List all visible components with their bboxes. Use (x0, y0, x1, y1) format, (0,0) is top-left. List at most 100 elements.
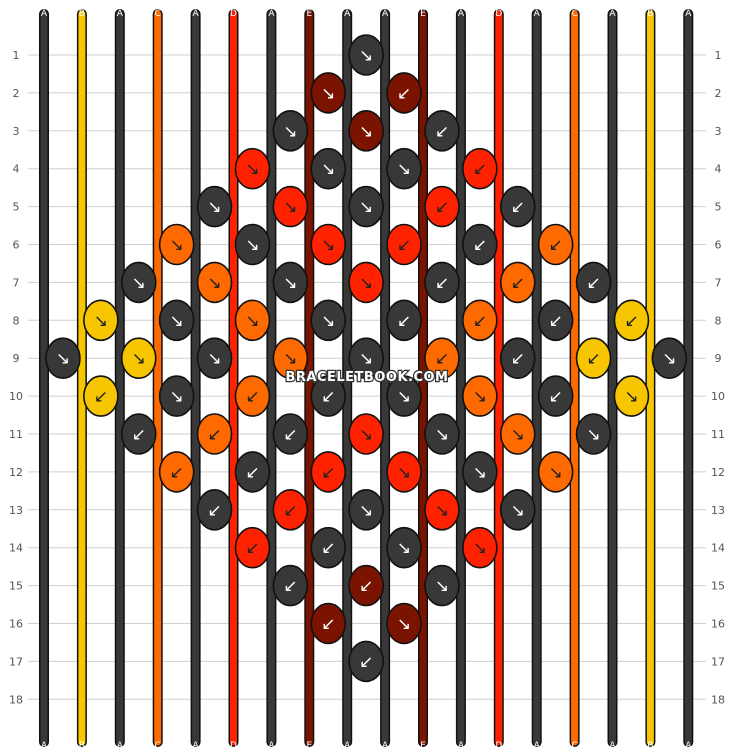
knot: ↘ (158, 375, 195, 417)
arrow-icon: ↘ (132, 273, 146, 293)
arrow-icon: ↙ (397, 84, 411, 104)
row-number-left: 16 (9, 618, 23, 631)
arrow-icon: ↘ (207, 198, 221, 218)
knot-A (386, 147, 422, 190)
knot-A (196, 488, 233, 531)
knot: ↙ (196, 413, 233, 455)
knot: ↙ (499, 261, 536, 304)
knot: ↙ (537, 223, 574, 266)
knot-D (348, 261, 384, 304)
knot: ↘ (651, 337, 688, 380)
arrow-icon: ↘ (511, 425, 525, 445)
strand-label-top: B (79, 9, 85, 19)
arrow-icon: ↘ (359, 198, 373, 218)
knot-B (613, 299, 650, 342)
knot-A (462, 451, 498, 493)
knot-A (386, 299, 422, 342)
arrow-icon: ↘ (321, 84, 335, 104)
arrow-icon: ↘ (245, 311, 259, 331)
knot: ↙ (424, 337, 460, 380)
knot-A (424, 261, 460, 304)
strand-label-top: A (117, 9, 124, 19)
arrow-icon: ↙ (435, 349, 449, 369)
arrow-icon: ↙ (511, 273, 525, 293)
strand-label-bottom: A (193, 741, 200, 751)
row-number-left: 6 (13, 239, 20, 252)
knot-C (424, 337, 460, 380)
knot-A (45, 337, 81, 380)
knot-A (158, 375, 195, 417)
knot: ↘ (462, 375, 498, 417)
strand-label-bottom: E (420, 741, 426, 751)
row-number-left: 2 (13, 87, 20, 100)
knot: ↘ (386, 375, 422, 417)
knot-C (537, 223, 574, 266)
row-number-right: 1 (715, 49, 722, 62)
row-number-right: 16 (711, 618, 725, 631)
strand-label-bottom: D (495, 741, 502, 751)
arrow-icon: ↘ (283, 273, 297, 293)
arrow-icon: ↘ (435, 501, 449, 521)
knot-D (272, 185, 309, 228)
knot: ↘ (348, 488, 384, 531)
strand-label-top: C (571, 9, 577, 19)
arrow-icon: ↘ (397, 463, 411, 483)
knot-B (83, 375, 119, 417)
row-number-left: 3 (13, 125, 20, 138)
knot-B (575, 337, 612, 380)
arrow-icon: ↙ (586, 349, 600, 369)
arrow-icon: ↘ (397, 615, 411, 635)
knot: ↙ (310, 451, 347, 493)
row-number-left: 11 (9, 428, 23, 441)
knot-D (386, 223, 422, 266)
knot: ↘ (196, 337, 233, 380)
arrow-icon: ↙ (321, 463, 335, 483)
knot: ↘ (462, 526, 498, 569)
row-number-right: 8 (715, 314, 722, 327)
arrow-icon: ↘ (549, 463, 563, 483)
knot-A (272, 110, 309, 152)
knot: ↘ (348, 185, 384, 228)
arrow-icon: ↘ (245, 160, 259, 180)
strand-label-bottom: A (685, 741, 692, 751)
knot-C (196, 261, 233, 304)
strand-label-bottom: A (117, 741, 124, 751)
row-number-right: 18 (711, 693, 725, 706)
knot: ↙ (310, 526, 347, 569)
knot-C (537, 451, 574, 493)
arrow-icon: ↘ (94, 311, 108, 331)
strand-label-bottom: B (79, 741, 85, 751)
strand-label-top: A (344, 9, 351, 19)
knot-grid: ↘↘↙↘↘↙↘↘↘↙↘↘↘↙↙↘↘↘↙↙↙↘↘↘↘↙↙↙↘↘↘↘↙↙↙↙↘↘↘↘… (45, 34, 688, 683)
strand-label-bottom: B (647, 741, 653, 751)
row-number-right: 14 (711, 542, 725, 555)
knot: ↘ (348, 34, 384, 76)
watermark-text: BRACELETBOOK.COM (286, 370, 449, 385)
knot-C (462, 299, 498, 342)
arrow-icon: ↙ (473, 311, 487, 331)
knot: ↙ (234, 451, 271, 493)
knot: ↙ (613, 299, 650, 342)
arrow-icon: ↘ (397, 539, 411, 559)
knot-A (424, 110, 460, 152)
knot: ↘ (424, 564, 460, 607)
knot-A (310, 375, 347, 417)
row-number-right: 6 (715, 239, 722, 252)
knot: ↘ (575, 413, 612, 455)
knot: ↘ (462, 451, 498, 493)
knot: ↘ (386, 526, 422, 569)
row-number-left: 4 (13, 163, 20, 176)
knot-D (386, 451, 422, 493)
knot: ↘ (386, 602, 422, 645)
knot: ↘ (272, 110, 309, 152)
arrow-icon: ↙ (397, 311, 411, 331)
arrow-icon: ↘ (170, 236, 184, 256)
strand-threads (39, 9, 694, 747)
knot-A (499, 488, 536, 531)
strand-label-bottom: A (609, 741, 616, 751)
arrow-icon: ↙ (397, 236, 411, 256)
row-number-right: 13 (711, 504, 725, 517)
row-number-left: 7 (13, 276, 20, 289)
arrow-icon: ↘ (132, 349, 146, 369)
knot-A (348, 185, 384, 228)
